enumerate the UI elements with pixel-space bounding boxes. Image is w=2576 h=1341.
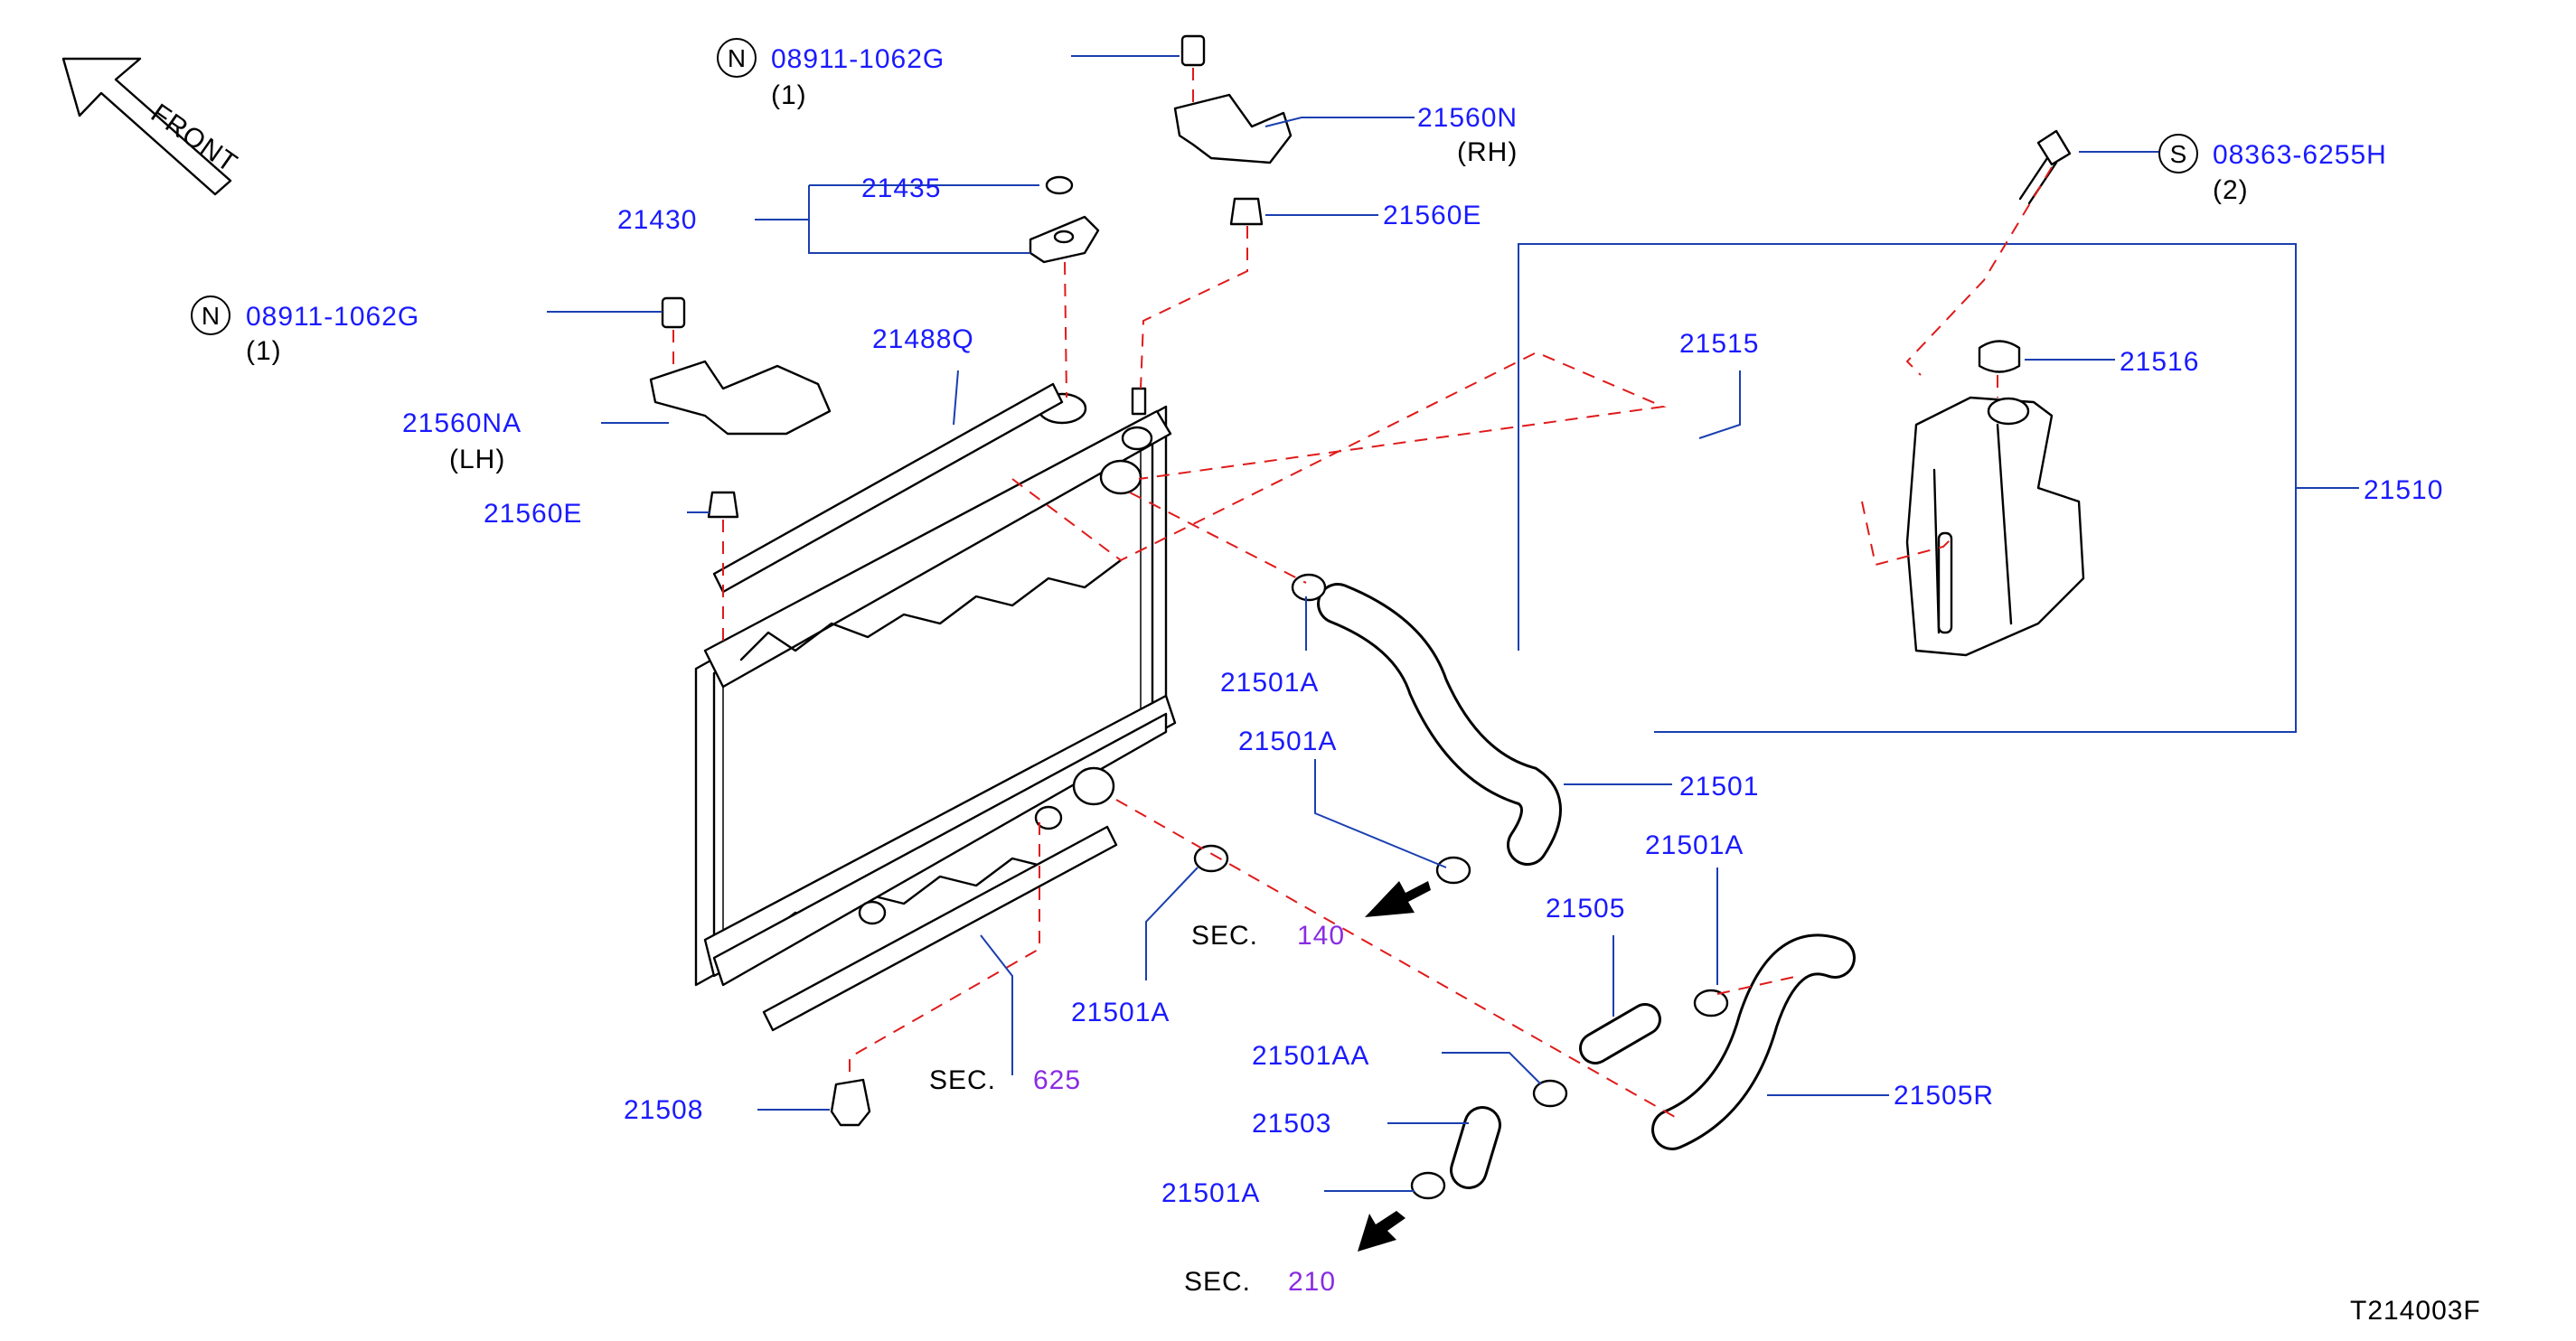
qty-08363: (2) <box>2213 175 2249 205</box>
part-21560NA[interactable]: 21560NA <box>402 408 522 438</box>
bracket-rh <box>1173 93 1293 164</box>
part-21505[interactable]: 21505 <box>1546 894 1625 924</box>
front-label: FRONT <box>146 98 243 179</box>
part-21501A-d[interactable]: 21501A <box>1071 998 1170 1027</box>
circle-s-icon: S <box>2158 134 2198 173</box>
upper-mount-pin <box>1131 387 1147 416</box>
grommet-left <box>707 491 739 519</box>
sec-140-link[interactable]: 140 <box>1297 921 1345 951</box>
qty-08911-top: (1) <box>771 80 807 110</box>
radiator-cap <box>1037 392 1153 495</box>
circle-n-icon: N <box>191 295 230 335</box>
circle-n-icon: N <box>717 38 757 78</box>
overflow-hose-fill <box>1535 403 1885 518</box>
leader-lines <box>547 55 2359 1192</box>
front-arrow-icon <box>61 57 232 196</box>
part-08363-6255H[interactable]: 08363-6255H <box>2213 140 2387 170</box>
part-21501[interactable]: 21501 <box>1679 772 1759 802</box>
reservoir-group-box <box>1518 243 2297 733</box>
part-21501A-b[interactable]: 21501A <box>1238 727 1337 756</box>
part-21435[interactable]: 21435 <box>861 173 941 203</box>
part-21560N[interactable]: 21560N <box>1417 103 1518 133</box>
nut-left <box>661 296 686 329</box>
gasket-21435 <box>1045 175 1074 195</box>
part-21505R[interactable]: 21505R <box>1894 1081 1994 1111</box>
part-21501A-a[interactable]: 21501A <box>1220 668 1319 698</box>
part-08911-1062G-left[interactable]: 08911-1062G <box>246 302 419 332</box>
bolt-08363 <box>2018 129 2072 205</box>
hose-21505 <box>1579 1003 1661 1064</box>
part-21516[interactable]: 21516 <box>2120 347 2199 377</box>
seal-strip-top <box>712 382 1064 594</box>
side-lh: (LH) <box>449 445 505 474</box>
side-rh: (RH) <box>1457 137 1518 167</box>
lower-hose <box>1651 933 1856 1150</box>
plate-hole <box>1053 230 1075 244</box>
sec-210-link[interactable]: 210 <box>1288 1267 1336 1297</box>
part-21560E-left[interactable]: 21560E <box>484 499 582 529</box>
part-21515[interactable]: 21515 <box>1679 329 1759 359</box>
part-21503[interactable]: 21503 <box>1252 1109 1331 1139</box>
sec210-arrow-icon <box>1358 1211 1406 1252</box>
svg-text:N: N <box>728 44 746 72</box>
part-21508[interactable]: 21508 <box>624 1095 703 1125</box>
sec-625-link[interactable]: 625 <box>1033 1065 1081 1095</box>
part-21501AA[interactable]: 21501AA <box>1252 1041 1369 1071</box>
tube-21503 <box>1450 1106 1501 1189</box>
part-21560E-top[interactable]: 21560E <box>1383 201 1481 230</box>
upper-hose <box>1317 583 1562 866</box>
sec-210-prefix: SEC. <box>1184 1267 1251 1297</box>
part-21510[interactable]: 21510 <box>2364 475 2443 505</box>
seal-strip-bottom <box>762 825 1118 1032</box>
qty-08911-left: (1) <box>246 336 282 366</box>
part-21501A-c[interactable]: 21501A <box>1645 830 1744 860</box>
grommet-top <box>1229 197 1264 226</box>
part-21488Q[interactable]: 21488Q <box>872 324 974 354</box>
sec-625-prefix: SEC. <box>929 1065 996 1095</box>
part-21430[interactable]: 21430 <box>617 205 697 235</box>
svg-text:N: N <box>202 302 220 330</box>
reservoir-cap <box>1978 340 2021 373</box>
mount-21508 <box>830 1078 871 1127</box>
bracket-lh <box>649 360 832 436</box>
clamp-icon <box>1193 573 1729 1200</box>
diagram-code: T214003F <box>2350 1296 2481 1326</box>
radiator-core <box>694 405 1177 987</box>
part-21501A-e[interactable]: 21501A <box>1161 1178 1260 1208</box>
svg-text:S: S <box>2170 140 2187 168</box>
assembly-lines <box>672 68 2053 1121</box>
reservoir-tank <box>1905 396 2085 657</box>
sec-140-prefix: SEC. <box>1191 921 1258 951</box>
lower-outlet <box>858 766 1115 925</box>
nut-top <box>1180 34 1206 67</box>
part-08911-1062G-top[interactable]: 08911-1062G <box>771 44 945 74</box>
sec140-arrow-icon <box>1365 881 1431 917</box>
